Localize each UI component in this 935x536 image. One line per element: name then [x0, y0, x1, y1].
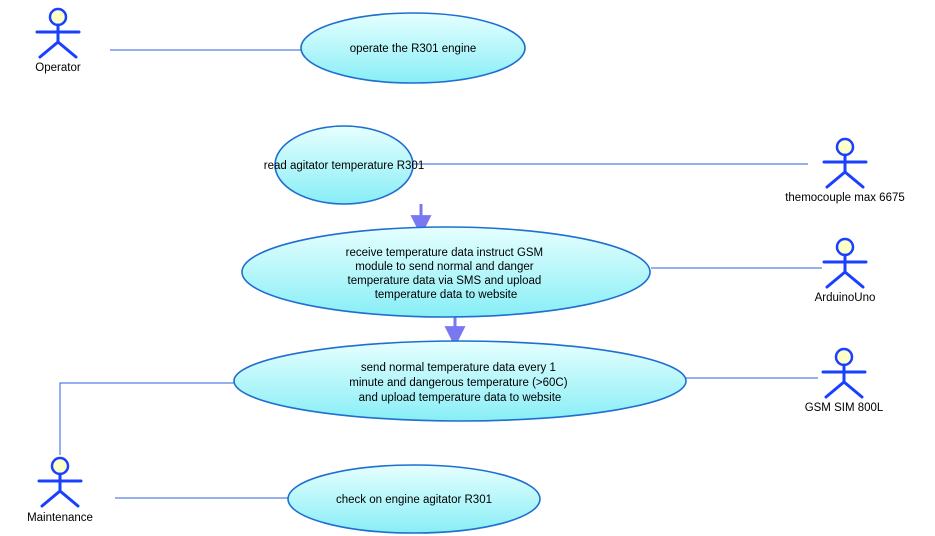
stick-figure-actor-icon — [37, 456, 83, 508]
stick-figure-actor-icon — [35, 7, 81, 59]
actor-arduino[interactable]: ArduinoUno — [815, 237, 876, 304]
actor-thermocouple-label: themocouple max 6675 — [785, 192, 905, 204]
stick-figure-actor-icon — [822, 237, 868, 289]
actor-arduino-label: ArduinoUno — [815, 292, 876, 304]
use-case-check-label: check on engine agitator R301 — [336, 494, 492, 506]
use-case-receive[interactable]: receive temperature data instruct GSM mo… — [241, 226, 651, 318]
actor-operator-label: Operator — [35, 62, 81, 74]
use-case-operate-label: operate the R301 engine — [350, 43, 477, 55]
use-case-receive-label: receive temperature data instruct GSM mo… — [346, 247, 547, 301]
actor-thermocouple[interactable]: themocouple max 6675 — [785, 137, 905, 204]
actor-maintenance[interactable]: Maintenance — [27, 456, 93, 524]
actor-maintenance-label: Maintenance — [27, 512, 93, 524]
use-case-check[interactable]: check on engine agitator R301 — [287, 464, 541, 534]
use-case-operate[interactable]: operate the R301 engine — [300, 12, 526, 84]
actor-gsm[interactable]: GSM SIM 800L — [805, 347, 884, 414]
actor-operator[interactable]: Operator — [35, 7, 81, 74]
use-case-read[interactable]: read agitator temperature R301 — [264, 125, 424, 205]
use-case-read-label: read agitator temperature R301 — [264, 160, 424, 172]
stick-figure-actor-icon — [821, 347, 867, 399]
use-case-send-label: send normal temperature data every 1 min… — [349, 362, 571, 404]
actor-gsm-label: GSM SIM 800L — [805, 402, 884, 414]
use-case-send[interactable]: send normal temperature data every 1 min… — [233, 340, 687, 422]
association-lines — [59, 49, 822, 499]
stick-figure-actor-icon — [822, 137, 868, 189]
association-maintenance-send — [59, 382, 236, 455]
